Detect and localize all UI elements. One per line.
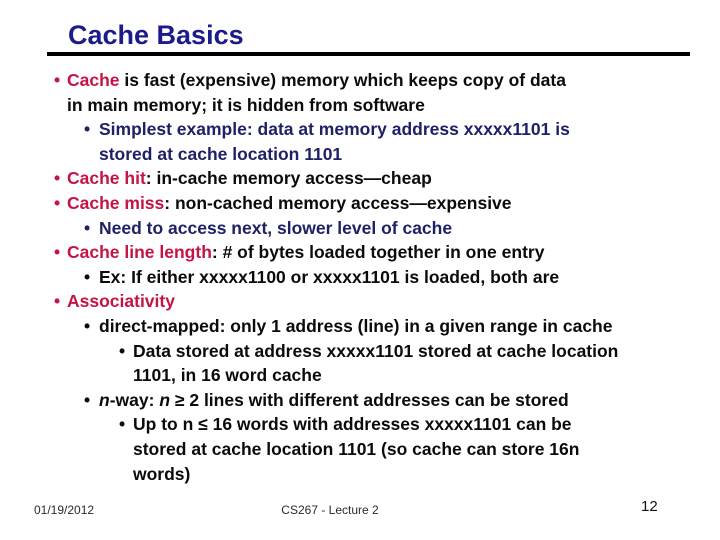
bullet-dot-icon: • xyxy=(54,192,61,213)
text-segment: : # of bytes loaded together in one entr… xyxy=(211,242,545,263)
text-segment: words) xyxy=(133,463,191,484)
text-segment: direct-mapped: only 1 address (line) in … xyxy=(99,315,613,336)
bullet-dot-icon: • xyxy=(84,217,91,238)
bullet-dot-icon: • xyxy=(84,315,91,336)
text-segment: Cache xyxy=(67,70,120,90)
bullet-line: • Ex: If either xxxxx1100 or xxxxx1101 is… xyxy=(0,265,720,290)
bullet-line: • n-way: n ≥ 2 lines with different addre… xyxy=(0,388,720,413)
text-segment: 1101, in 16 word cache xyxy=(133,365,322,386)
bullet-dot-icon: • xyxy=(54,70,61,90)
slide-title: Cache Basics xyxy=(68,20,244,50)
text-segment: Cache hit xyxy=(67,168,146,189)
content-lines: • Cache is fast (expensive) memory which … xyxy=(0,68,720,486)
bullet-line: stored at cache location 1101 (so cache … xyxy=(0,437,720,462)
bullet-dot-icon: • xyxy=(84,266,91,287)
bullet-line: • Up to n ≤ 16 words with addresses xxxxx… xyxy=(0,412,720,437)
text-segment: Need to access next, slower level of cac… xyxy=(99,217,453,238)
text-segment: Cache line length xyxy=(67,242,212,263)
text-segment: in main memory; it is hidden from softwa… xyxy=(67,94,425,115)
text-segment: : non-cached memory access—expensive xyxy=(164,192,512,213)
bullet-line: • direct-mapped: only 1 address (line) in… xyxy=(0,314,720,339)
text-segment: n xyxy=(99,389,110,410)
text-segment: stored at cache location 1101 (so cache … xyxy=(133,438,580,459)
text-segment: Data stored at address xxxxx1101 stored … xyxy=(133,340,619,361)
bullet-dot-icon: • xyxy=(84,119,91,140)
footer-date: 01/19/2012 xyxy=(34,503,95,517)
bullet-dot-icon: • xyxy=(84,389,91,410)
bullet-dot-icon: • xyxy=(119,340,126,361)
bullet-dot-icon: • xyxy=(54,242,61,263)
text-segment: Ex: If either xxxxx1100 or xxxxx1101 is … xyxy=(99,266,560,287)
bullet-line: • Cache line length: # of bytes loaded to… xyxy=(0,240,720,265)
bullet-dot-icon: • xyxy=(119,414,126,435)
text-segment: stored at cache location 1101 xyxy=(99,143,343,164)
footer-course: CS267 - Lecture 2 xyxy=(281,503,379,517)
bullet-line: words) xyxy=(0,462,720,487)
bullet-line: 1101, in 16 word cache xyxy=(0,363,720,388)
text-segment: Cache miss xyxy=(67,192,165,213)
text-segment: Associativity xyxy=(67,291,175,312)
bullet-line: • Simplest example: data at memory addres… xyxy=(0,117,720,142)
footer-page-number: 12 xyxy=(641,498,658,515)
bullet-dot-icon: • xyxy=(54,168,61,189)
bullet-line: • Associativity xyxy=(0,289,720,314)
bullet-line: • Cache is fast (expensive) memory which … xyxy=(0,68,720,93)
text-segment: is fast (expensive) memory which keeps c… xyxy=(119,70,566,90)
bullet-line: • Need to access next, slower level of ca… xyxy=(0,216,720,241)
text-segment: : in-cache memory access—cheap xyxy=(145,168,432,189)
bullet-line: • Data stored at address xxxxx1101 stored… xyxy=(0,339,720,364)
bullet-line: stored at cache location 1101 xyxy=(0,142,720,167)
bullet-dot-icon: • xyxy=(54,291,61,312)
bullet-line: in main memory; it is hidden from softwa… xyxy=(0,93,720,118)
bullet-line: • Cache hit: in-cache memory access—cheap xyxy=(0,166,720,191)
text-segment: ≥ 2 lines with different addresses can b… xyxy=(170,389,569,410)
bullet-line: • Cache miss: non-cached memory access—ex… xyxy=(0,191,720,216)
text-segment: -way: xyxy=(109,389,160,410)
text-segment: Up to n ≤ 16 words with addresses xxxxx1… xyxy=(133,414,572,435)
title-underline xyxy=(47,52,690,56)
text-segment: n xyxy=(159,389,171,410)
text-segment: Simplest example: data at memory address… xyxy=(99,119,570,140)
